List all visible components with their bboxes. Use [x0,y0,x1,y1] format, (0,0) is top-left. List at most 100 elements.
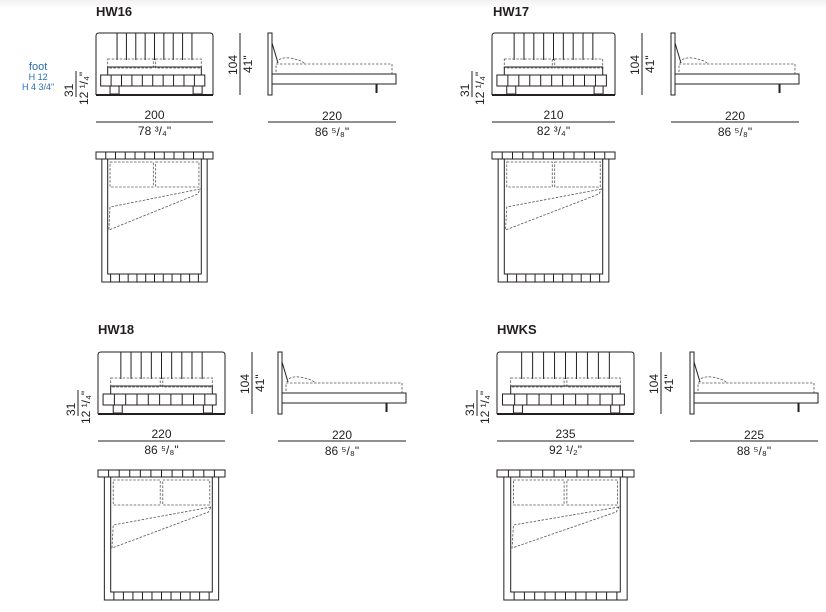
pillow-top-left [112,479,161,506]
length-cm: 225 [743,428,765,442]
height-in: 41" [241,55,255,73]
bed-base-side [281,392,407,404]
mattress-top [510,476,621,593]
bed-base-side [693,392,819,404]
pillow-side [679,57,709,65]
length-cm: 220 [321,109,343,123]
foot-left [112,404,123,414]
headboard-stay [271,42,279,64]
mattress-top [503,158,604,275]
pillow-right [162,377,213,388]
pillow-left [510,377,565,388]
base-height-cm: 31 [458,83,472,97]
model-title: HWKS [497,322,537,337]
width-in: 82 ³/₄" [536,124,571,138]
headboard-side [267,32,273,96]
base-height-in: 12 ¹/₄" [79,390,93,424]
pillow-top-right [155,161,200,188]
headboard-side [689,351,695,415]
duvet-fold [505,188,603,231]
mattress-side [697,382,815,394]
bed-base-side [271,73,397,85]
foot-right [593,85,604,95]
headboard-stay [693,361,701,383]
leg-side [797,403,800,412]
base-height-cm: 31 [463,402,477,416]
width-cm: 220 [151,427,172,441]
pillow-left [110,377,161,388]
width-cm: 235 [555,427,576,441]
height-cm: 104 [647,373,661,394]
foot-right [202,404,213,414]
mattress-side [678,63,796,75]
frame-top [103,476,220,601]
height-in: 41" [643,55,657,73]
headboard-side [670,32,676,96]
leg-side [778,84,781,93]
base-height-in: 12 ¹/₄" [473,71,487,105]
mattress-top [107,158,202,275]
pillow-right [155,58,202,69]
model-title: HW18 [98,322,135,337]
length-in: 86 ⁵/₈" [324,444,360,458]
length-in: 86 ⁵/₈" [314,125,350,139]
bed-base-side [674,73,800,85]
pillow-top-right [162,479,211,506]
pillow-top-right [566,479,618,506]
base-height-cm: 31 [62,83,76,97]
mattress-side [275,63,393,75]
mattress-top [110,476,213,593]
foot-left [512,404,523,414]
pillow-right [566,377,621,388]
duvet-fold [511,506,620,549]
foot-height-in: H 4 3/4" [22,82,55,92]
foot-right [610,404,621,414]
foot-height-cm: H 12 [28,72,48,82]
duvet-fold [111,506,212,549]
foot-note: foot H 12 H 4 3/4" [22,61,55,93]
pillow-side [276,57,306,65]
height-in: 41" [253,374,267,392]
frame-top [497,158,610,283]
width-in: 86 ⁵/₈" [144,443,179,457]
pillow-top-left [513,479,565,506]
height-cm: 104 [226,54,240,75]
height-cm: 104 [628,54,642,75]
leg-side [385,403,388,412]
height-cm: 104 [238,373,252,394]
width-in: 92 ¹/₂" [549,443,582,457]
height-in: 41" [662,374,676,392]
pillow-left [503,58,553,69]
model-title: HW16 [96,4,133,19]
width-cm: 210 [543,108,564,122]
duvet-fold [108,188,201,231]
model-title: HW17 [493,4,530,19]
headboard-stay [674,42,682,64]
base-height-in: 12 ¹/₄" [478,390,492,424]
headboard-side [277,351,283,415]
width-cm: 200 [144,108,165,122]
mattress-front [510,385,621,395]
pillow-right [554,58,604,69]
frame-top [503,476,628,601]
foot-label: foot [28,61,48,73]
foot-right [192,85,203,95]
length-in: 86 ⁵/₈" [717,125,753,139]
width-in: 78 ³/₄" [137,124,172,138]
frame-top [101,158,208,283]
length-cm: 220 [724,109,746,123]
pillow-top-right [554,161,601,188]
foot-left [506,85,517,95]
pillow-top-left [506,161,553,188]
pillow-top-left [109,161,154,188]
pillow-left [107,58,154,69]
leg-side [375,84,378,93]
base-height-in: 12 ¹/₄" [77,71,91,105]
mattress-side [285,382,403,394]
pillow-side [698,376,728,384]
pillow-side [286,376,316,384]
length-in: 88 ⁵/₈" [736,444,772,458]
headboard-stay [281,361,289,383]
